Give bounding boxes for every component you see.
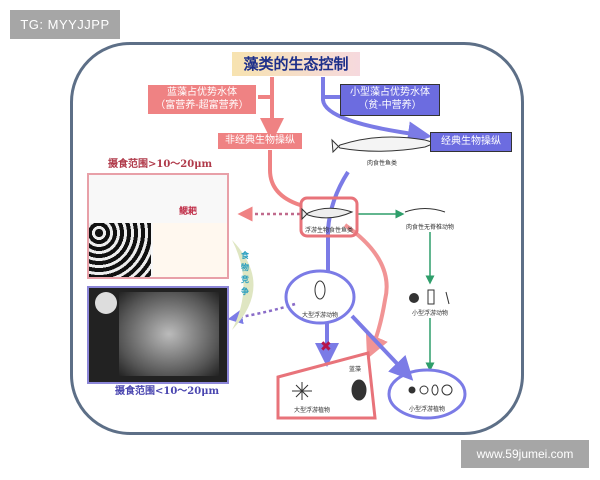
small-algae-line1: 小型藻占优势水体: [350, 87, 430, 98]
label-small-phytoplankton: 小型浮游植物: [408, 406, 445, 413]
pike-fish-icon: [331, 136, 437, 154]
small-phyto-icons: [408, 384, 453, 396]
invertebrate-icon: [404, 208, 446, 213]
watermark-bottom-right: www.59jumei.com: [461, 440, 589, 468]
crescent: [232, 240, 254, 330]
pink-path-down: [343, 223, 389, 359]
small-algae-line2: （贫-中营养）: [358, 100, 422, 111]
gill-raker-micrograph: [89, 223, 151, 277]
nonclassic-biomanipulation: 非经典生物操纵: [218, 133, 302, 149]
cyano-dominant-box: 蓝藻占优势水体 （富营养-超富营养）: [148, 85, 256, 114]
blue-path: [326, 170, 350, 272]
caption-top: 摄食范围>10～20μm: [108, 159, 213, 170]
label-planktivore: 浮游生物食性鱼类: [304, 227, 353, 234]
planktivore-fish-icon: [301, 207, 354, 221]
label-piscivore: 肉食性鱼类: [366, 160, 397, 167]
x-mark: ✖: [320, 339, 332, 355]
large-phyto-box: [276, 351, 377, 420]
watermark-top-left: TG: MYYJJPP: [10, 10, 120, 39]
label-invertebrate: 肉食性无脊椎动物: [405, 224, 454, 231]
page-title: 藻类的生态控制: [232, 52, 360, 76]
filtration-illustration: [153, 223, 227, 277]
crescent-label: 食物竞争: [241, 251, 249, 296]
large-zoo-ellipse: [284, 269, 356, 325]
small-algae-dominant-box: 小型藻占优势水体 （贫-中营养）: [340, 84, 440, 116]
diagram-frame: [70, 42, 524, 435]
filter-micrograph: [119, 292, 219, 376]
cyano-dominant-line1: 蓝藻占优势水体: [167, 87, 237, 98]
pink-path: [268, 150, 301, 207]
gill-label: 鳃耙: [179, 207, 198, 217]
large-phyto-icons: [292, 379, 367, 401]
label-small-zooplankton: 小型浮游动物: [411, 310, 448, 317]
small-phyto-ellipse: [387, 368, 467, 420]
gill-raker-panel: 鳃耙: [87, 173, 229, 279]
label-cyanobacteria: 蓝藻: [348, 366, 361, 373]
label-large-zooplankton: 大型浮游动物: [301, 312, 338, 319]
blue-diag: [350, 314, 414, 381]
caption-bottom: 摄食范围<10～20μm: [115, 386, 220, 397]
zooplankton-filter-panel: [87, 286, 229, 384]
label-large-phytoplankton: 大型浮游植物: [293, 407, 330, 414]
daphnia-inset: [95, 292, 117, 314]
cyano-dominant-line2: （富营养-超富营养）: [155, 100, 249, 111]
classic-biomanipulation: 经典生物操纵: [430, 132, 512, 152]
blue-trunk: [321, 77, 432, 146]
small-zoo-icons: [409, 289, 450, 305]
planktivore-box: [299, 196, 359, 238]
large-zoo-icon: [314, 280, 326, 300]
